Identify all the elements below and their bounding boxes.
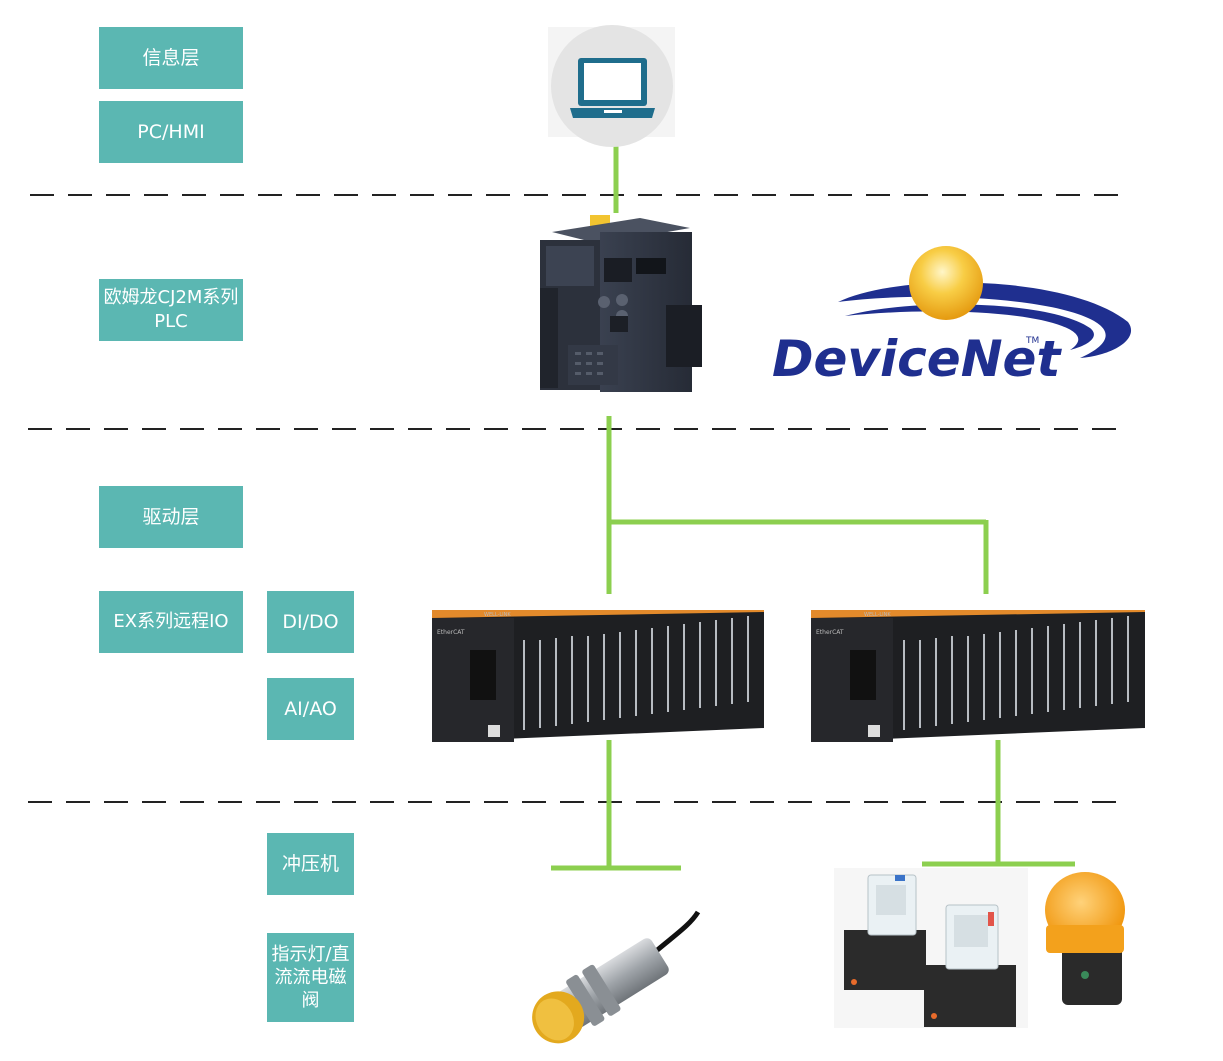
- module-name-label: WELL-LINK: [484, 612, 511, 618]
- proximity-sensor-image: [532, 910, 701, 1044]
- devicenet-wordmark: DeviceNet: [772, 330, 1062, 388]
- ex-io-label: EX系列远程IO: [99, 591, 243, 653]
- trademark-mark: TM: [1025, 336, 1039, 346]
- module-name-label: WELL-LINK: [864, 612, 891, 618]
- press-label: 冲压机: [267, 833, 354, 895]
- drive-layer-label: 驱动层: [99, 486, 243, 548]
- relay-image: [834, 868, 1028, 1028]
- plc-controller-image: [540, 215, 702, 392]
- di-do-label: DI/DO: [267, 591, 354, 653]
- laptop-icon: [548, 25, 675, 147]
- ai-ao-label: AI/AO: [267, 678, 354, 740]
- indicator-valve-label: 指示灯/直流流电磁阀: [267, 933, 354, 1022]
- module-brand-label: EtherCAT: [816, 629, 844, 636]
- remote-io-module-image: EtherCAT WELL-LINK: [811, 610, 1145, 742]
- pc-hmi-label: PC/HMI: [99, 101, 243, 163]
- remote-io-module-image: EtherCAT WELL-LINK: [432, 610, 764, 742]
- bus-connector-lines: [551, 137, 1075, 871]
- plc-label: 欧姆龙CJ2M系列PLC: [99, 279, 243, 341]
- indicator-lamp-image: [1045, 872, 1125, 1005]
- module-brand-label: EtherCAT: [437, 629, 465, 636]
- devicenet-logo: DeviceNet TM: [772, 246, 1132, 388]
- info-layer-label: 信息层: [99, 27, 243, 89]
